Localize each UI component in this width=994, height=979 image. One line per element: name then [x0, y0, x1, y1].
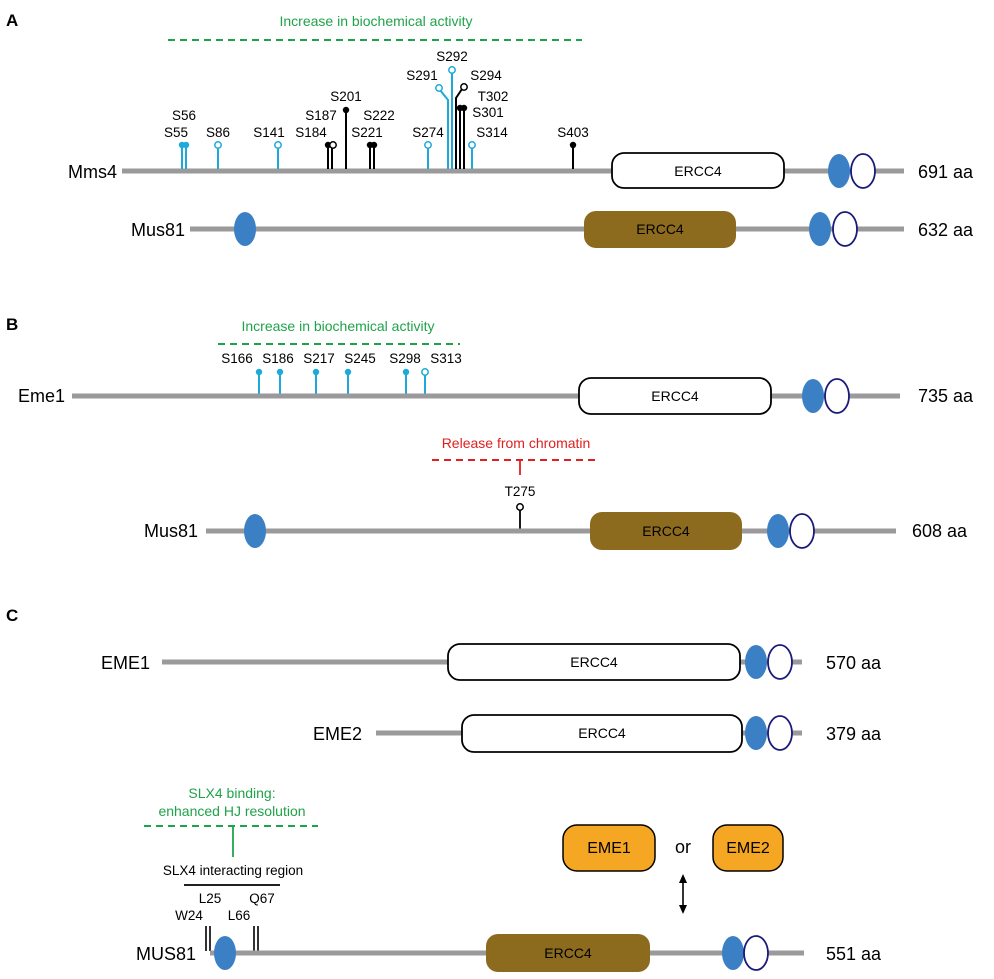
mus81-a-hhd-domain: [234, 212, 256, 246]
site-label: S56: [172, 108, 196, 123]
site-label: S217: [303, 351, 335, 366]
eme1-phosphosites: [255, 368, 429, 394]
mus81-b-hhd2-domain: [767, 514, 789, 548]
site-label: S184: [295, 125, 327, 140]
mus81-b-ercc4-label: ERCC4: [642, 523, 690, 539]
activity-annotation-a: Increase in biochemical activity: [280, 13, 473, 29]
site-label: S222: [363, 108, 395, 123]
panel-label-b: B: [6, 315, 18, 334]
mms4-ercc4-label: ERCC4: [674, 163, 722, 179]
site-label: S221: [351, 125, 383, 140]
mus81-c-name: MUS81: [136, 944, 196, 964]
mus81-a-ercc4-domain: [584, 211, 736, 248]
site-label: S166: [221, 351, 253, 366]
residue-label: L66: [228, 908, 251, 923]
eme1-human-hhd-domain: [745, 645, 767, 679]
eme2-ercc4-domain: [461, 714, 743, 753]
site-label: S187: [305, 108, 337, 123]
eme1-human-length: 570 aa: [826, 653, 882, 673]
site-label: S313: [430, 351, 462, 366]
slx4-region-label: SLX4 interacting region: [163, 863, 303, 878]
mus81-c-winged-helix-domain: [743, 935, 769, 971]
slx4-residue-ticks: [205, 926, 259, 951]
residue-label: Q67: [249, 891, 275, 906]
eme1-partner-box: [562, 824, 656, 872]
t275-site: [516, 503, 524, 511]
eme1-ercc4-label: ERCC4: [651, 388, 699, 404]
mms4-ercc4-domain: [611, 152, 785, 189]
mus81-a-name: Mus81: [131, 220, 185, 240]
mus81-b-ercc4-domain: [590, 512, 742, 550]
slx4-note-line2: enhanced HJ resolution: [158, 803, 305, 819]
mus81-b-name: Mus81: [144, 521, 198, 541]
site-label: S301: [472, 105, 504, 120]
eme1-name: Eme1: [18, 386, 65, 406]
site-label: S245: [344, 351, 376, 366]
eme1-human-winged-helix-domain: [767, 644, 793, 680]
site-label: S86: [206, 125, 230, 140]
mus81-a-winged-helix-domain: [832, 211, 858, 247]
or-text: or: [675, 837, 691, 857]
mus81-c-hhd-domain: [214, 936, 236, 970]
mus81-a-ercc4-label: ERCC4: [636, 221, 684, 237]
site-label: S55: [164, 125, 188, 140]
eme1-human-ercc4-domain: [447, 643, 741, 681]
site-label: S298: [389, 351, 421, 366]
interaction-double-arrow: [679, 874, 687, 914]
mus81-c-hhd2-domain: [722, 936, 744, 970]
mus81-a-hhd2-domain: [809, 212, 831, 246]
eme1-hhd-domain: [802, 379, 824, 413]
residue-label: W24: [175, 908, 203, 923]
eme2-partner-box: [712, 824, 784, 872]
mus81-b-winged-helix-domain: [789, 513, 815, 549]
mus81-c-length: 551 aa: [826, 944, 882, 964]
site-label: S274: [412, 125, 444, 140]
eme1-partner-label: EME1: [587, 840, 631, 857]
slx4-note-line1: SLX4 binding:: [188, 785, 275, 801]
mms4-winged-helix-domain: [850, 153, 876, 189]
site-label: T302: [478, 89, 509, 104]
mms4-hhd-domain: [828, 154, 850, 188]
residue-label: L25: [199, 891, 222, 906]
mus81-b-hhd-domain: [244, 514, 266, 548]
site-label: T275: [505, 484, 536, 499]
site-label: S292: [436, 49, 468, 64]
mus81-b-length: 608 aa: [912, 521, 968, 541]
site-label: S186: [262, 351, 294, 366]
mus81-a-length: 632 aa: [918, 220, 974, 240]
eme1-human-name: EME1: [101, 653, 150, 673]
mms4-phosphosites: [178, 66, 577, 169]
site-label: S291: [406, 68, 438, 83]
site-label: S294: [470, 68, 502, 83]
mms4-name: Mms4: [68, 162, 117, 182]
eme2-name: EME2: [313, 724, 362, 744]
panel-label-c: C: [6, 606, 18, 625]
release-annotation: Release from chromatin: [442, 435, 591, 451]
eme1-length: 735 aa: [918, 386, 974, 406]
eme2-length: 379 aa: [826, 724, 882, 744]
mms4-length: 691 aa: [918, 162, 974, 182]
mus81-c-ercc4-label: ERCC4: [544, 945, 592, 961]
panel-label-a: A: [6, 11, 18, 30]
site-label: S314: [476, 125, 508, 140]
site-label: S201: [330, 89, 362, 104]
eme1-ercc4-domain: [578, 377, 772, 415]
site-label: S403: [557, 125, 589, 140]
eme2-hhd-domain: [745, 716, 767, 750]
mus81-c-ercc4-domain: [486, 934, 650, 972]
eme1-human-ercc4-label: ERCC4: [570, 654, 618, 670]
site-label: S141: [253, 125, 285, 140]
eme2-ercc4-label: ERCC4: [578, 725, 626, 741]
eme1-winged-helix-domain: [824, 378, 850, 414]
activity-annotation-b: Increase in biochemical activity: [242, 318, 435, 334]
eme2-winged-helix-domain: [767, 715, 793, 751]
eme2-partner-label: EME2: [726, 840, 770, 857]
